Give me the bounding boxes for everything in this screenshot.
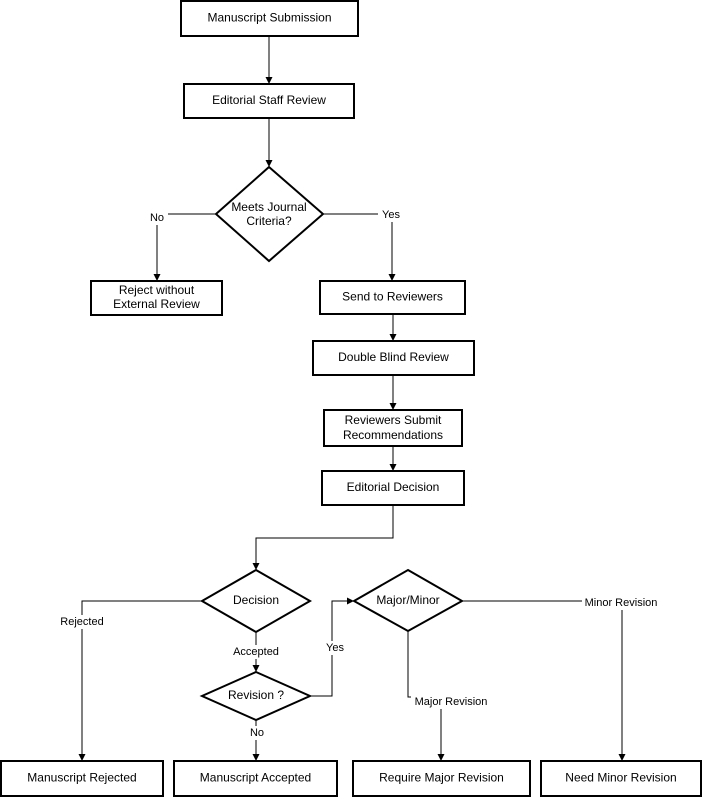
node-label: Double Blind Review — [338, 350, 449, 364]
node-major-minor: Major/Minor — [351, 568, 465, 633]
edge-criteria-yes — [323, 213, 396, 281]
node-label: Manuscript Accepted — [200, 771, 311, 785]
node-label: Send to Reviewers — [342, 290, 443, 304]
edges — [78, 36, 626, 761]
node-label: Editorial Staff Review — [212, 93, 326, 107]
node-reviewers-submit: Reviewers Submit Recommendations — [323, 409, 463, 447]
node-decision: Decision — [199, 568, 313, 634]
node-label-line2: External Review — [113, 297, 200, 311]
node-label: Need Minor Revision — [565, 771, 676, 785]
node-label-line1: Reject without — [119, 283, 195, 297]
node-label-line1: Meets Journal — [231, 200, 306, 214]
node-label: Manuscript Rejected — [27, 771, 136, 785]
edge-label-major-revision: Major Revision — [415, 696, 488, 708]
edge-label-rejected: Rejected — [60, 616, 103, 628]
node-label: Manuscript Submission — [207, 11, 331, 25]
node-label: Major/Minor — [376, 593, 439, 607]
node-reject-without-review: Reject without External Review — [90, 280, 223, 316]
node-manuscript-submission: Manuscript Submission — [180, 0, 359, 37]
node-require-major-revision: Require Major Revision — [352, 760, 531, 797]
edge-minor — [462, 600, 626, 761]
edge-editorial-to-decision — [252, 505, 394, 570]
node-editorial-decision: Editorial Decision — [321, 470, 465, 506]
node-label: Revision ? — [228, 688, 284, 702]
edge-label-yes: Yes — [382, 209, 400, 221]
edge-label-yes-revision: Yes — [326, 642, 344, 654]
node-label-line2: Criteria? — [246, 214, 292, 228]
edge-label-no-revision: No — [250, 727, 264, 739]
node-manuscript-accepted: Manuscript Accepted — [173, 760, 338, 797]
node-label: Require Major Revision — [379, 771, 504, 785]
node-meets-criteria: Meets Journal Criteria? — [214, 165, 325, 263]
node-send-to-reviewers: Send to Reviewers — [319, 280, 466, 315]
node-label: Editorial Decision — [347, 480, 440, 494]
node-label-line1: Reviewers Submit — [345, 413, 442, 427]
node-need-minor-revision: Need Minor Revision — [540, 760, 702, 797]
edge-decision-rejected — [78, 600, 202, 761]
node-double-blind-review: Double Blind Review — [312, 340, 475, 376]
edge-label-accepted: Accepted — [233, 646, 279, 658]
node-label-line2: Recommendations — [343, 428, 443, 442]
edge-labels: No Yes Rejected Accepted Yes No Major Re… — [57, 208, 660, 740]
node-editorial-staff-review: Editorial Staff Review — [183, 83, 355, 119]
edge-label-no: No — [150, 212, 164, 224]
edge-label-minor-revision: Minor Revision — [585, 597, 658, 609]
node-revision-question: Revision ? — [199, 670, 313, 722]
node-label: Decision — [233, 593, 279, 607]
node-manuscript-rejected: Manuscript Rejected — [0, 760, 164, 797]
